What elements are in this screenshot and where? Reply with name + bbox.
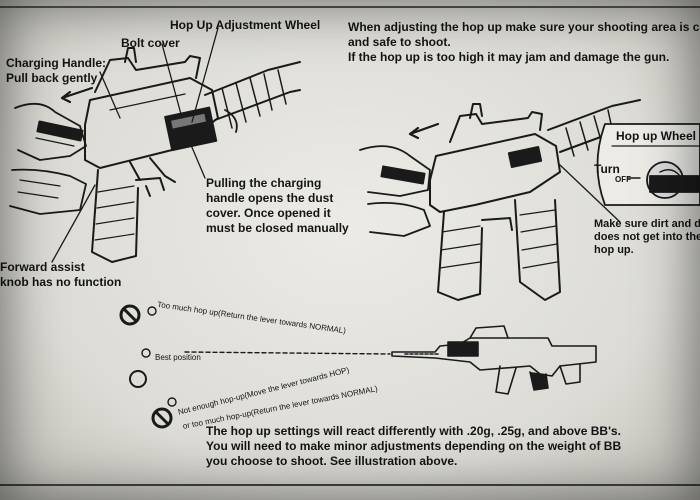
footer-note: The hop up settings will react different… xyxy=(206,424,621,469)
pull-arrow-right xyxy=(408,122,440,140)
warning-line-1: When adjusting the hop up make sure your… xyxy=(348,20,700,34)
footer-line-3: you choose to shoot. See illustration ab… xyxy=(206,454,458,468)
inset-turn-label: Turn xyxy=(594,162,620,176)
charging-handle-line-1: Charging Handle: xyxy=(6,56,107,70)
pulling-note-line-1: Pulling the charging xyxy=(206,176,322,190)
forward-assist-line-2: knob has no function xyxy=(0,275,122,289)
warning-text: When adjusting the hop up make sure your… xyxy=(348,20,700,65)
leader-line-dirt xyxy=(559,164,621,223)
warning-line-2: and safe to shoot. xyxy=(348,35,451,49)
hop-up-wheel-inset xyxy=(596,123,700,206)
pulling-note-line-4: must be closed manually xyxy=(206,221,349,235)
hop-up-indicators xyxy=(119,304,391,429)
hop-up-wheel-label: Hop Up Adjustment Wheel xyxy=(170,18,321,32)
best-position-label: Best position xyxy=(155,353,201,362)
footer-line-1: The hop up settings will react different… xyxy=(206,424,621,438)
dirt-note-line-2: does not get into the xyxy=(594,231,700,243)
pulling-note: Pulling the charging handle opens the du… xyxy=(206,176,349,236)
forward-assist-line-1: Forward assist xyxy=(0,260,85,274)
right-rifle-illustration xyxy=(359,99,641,301)
charging-handle-label: Charging Handle: Pull back gently xyxy=(6,56,106,86)
pull-arrow xyxy=(60,86,94,104)
bolt-cover-label: Bolt cover xyxy=(121,36,180,50)
footer-line-2: You will need to make minor adjustments … xyxy=(206,439,622,453)
dirt-note: Make sure dirt and d does not get into t… xyxy=(594,218,700,257)
top-border xyxy=(0,6,700,8)
forward-assist-label: Forward assist knob has no function xyxy=(0,260,121,290)
pulling-note-line-3: cover. Once opened it xyxy=(206,206,331,220)
inset-title: Hop up Wheel xyxy=(616,129,696,143)
dirt-note-line-1: Make sure dirt and d xyxy=(594,218,700,230)
bottom-border xyxy=(0,484,700,486)
leader-lines-left xyxy=(51,27,219,263)
pulling-note-line-2: handle opens the dust xyxy=(206,191,334,205)
left-rifle-illustration xyxy=(9,47,301,263)
inset-off-label: OFF xyxy=(615,175,631,184)
charging-handle-line-2: Pull back gently xyxy=(6,71,98,85)
small-rifle-illustration xyxy=(391,325,597,395)
dirt-note-line-3: hop up. xyxy=(594,244,634,256)
warning-line-3: If the hop up is too high it may jam and… xyxy=(348,50,670,64)
